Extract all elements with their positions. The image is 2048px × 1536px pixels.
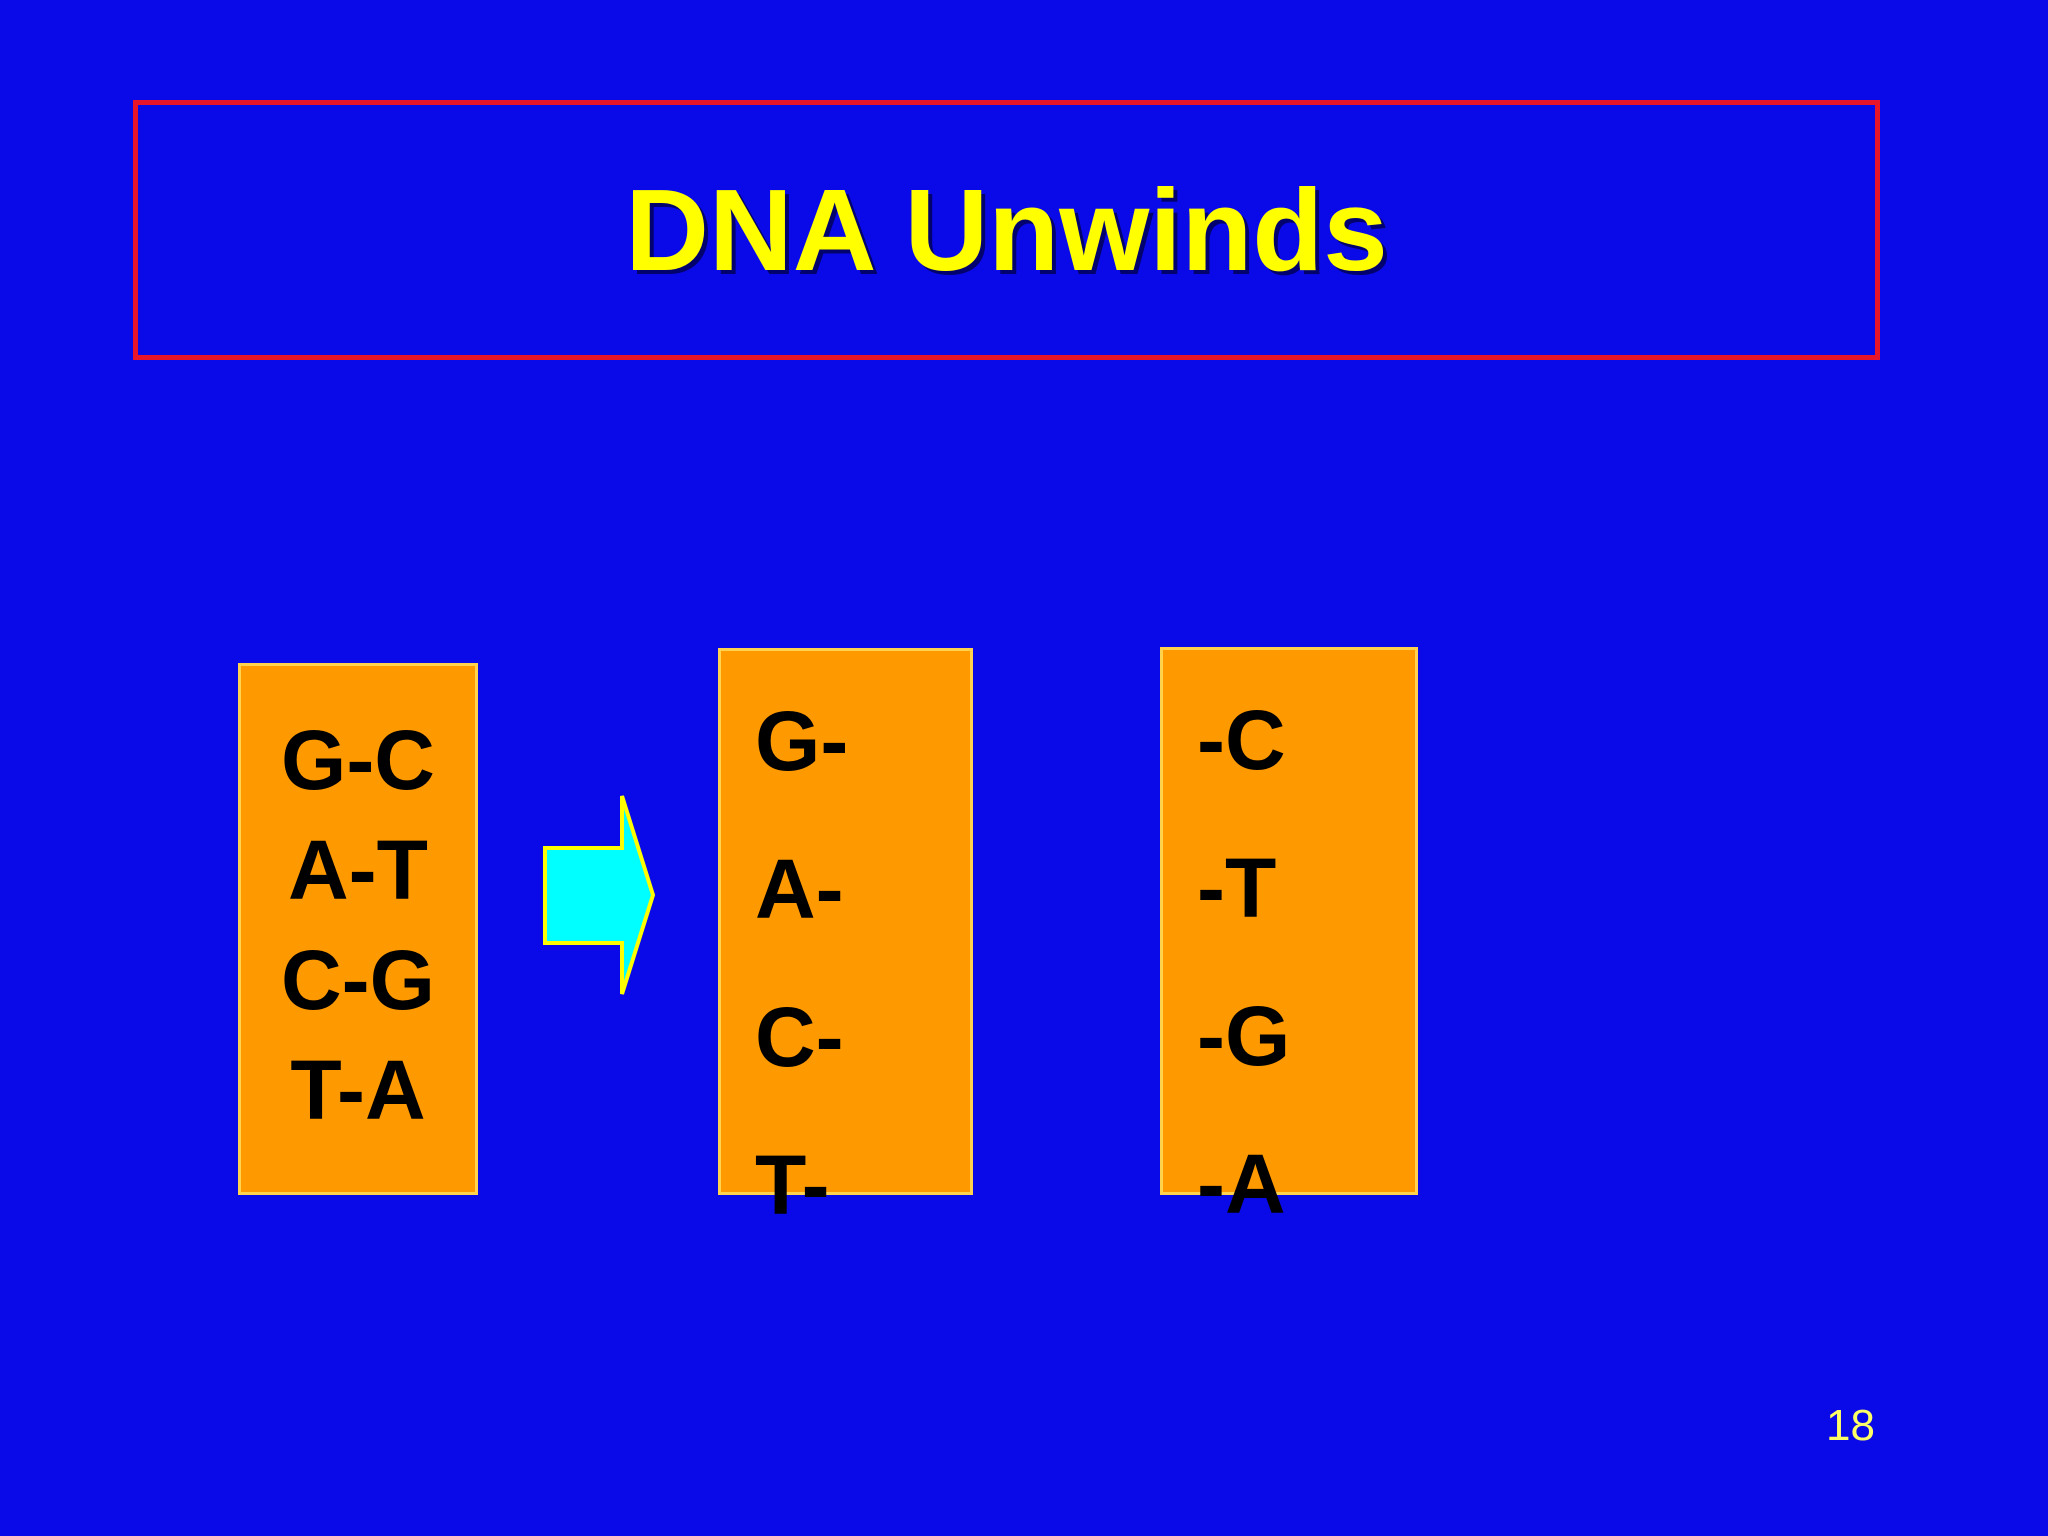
sequence-line: -G <box>1197 989 1291 1083</box>
sequence-box-double-strand: G-C A-T C-G T-A <box>238 663 478 1195</box>
sequence-line: A-T <box>288 823 428 917</box>
sequence-line: -A <box>1197 1137 1286 1231</box>
sequence-line: -C <box>1197 693 1286 787</box>
sequence-line: T-A <box>290 1043 426 1137</box>
sequence-line: A- <box>755 842 844 936</box>
sequence-line: C-G <box>281 933 435 1027</box>
title-box: DNA Unwinds <box>133 100 1880 360</box>
sequence-line: C- <box>755 990 844 1084</box>
sequence-line: G- <box>755 694 849 788</box>
sequence-box-left-strand: G- A- C- T- <box>718 648 973 1227</box>
sequence-line: T- <box>755 1138 830 1232</box>
page-title: DNA Unwinds <box>625 165 1388 295</box>
page-number: 18 <box>1826 1401 1875 1450</box>
sequence-line: G-C <box>281 713 435 807</box>
sequence-line: -T <box>1197 841 1277 935</box>
right-arrow-icon <box>543 795 656 995</box>
sequence-box-right-strand: -C -T -G -A <box>1160 647 1418 1226</box>
